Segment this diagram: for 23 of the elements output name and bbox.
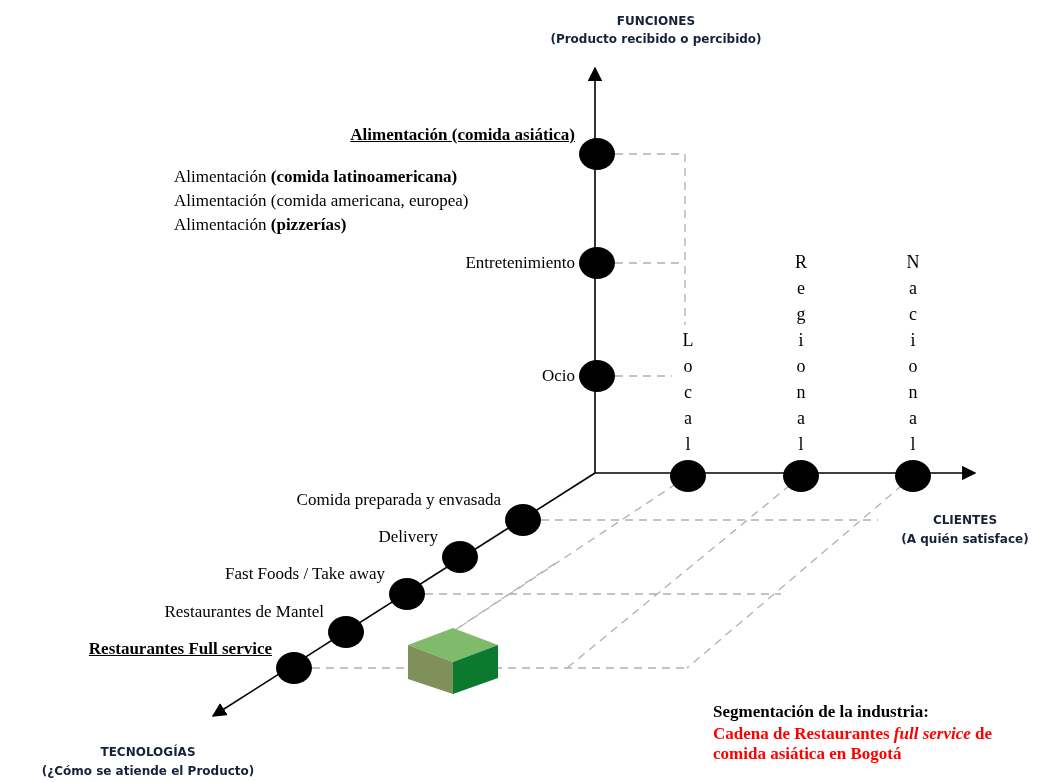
axis-subtitle: (A quién satisface) [901, 532, 1029, 546]
text-line: Alimentación (comida latinoamericana) [174, 167, 458, 187]
axis-title: TECNOLOGÍAS [100, 745, 196, 759]
axis-title: FUNCIONES [616, 14, 696, 28]
text-line: Alimentación (pizzerías) [174, 215, 347, 235]
axis-value-label: Restaurantes de Mantel [164, 602, 324, 622]
axis-value-label: Entretenimiento [465, 253, 575, 273]
axis-value-label: Ocio [541, 366, 575, 386]
axis-value-label: Nacional [903, 252, 923, 460]
axis-value-label: Delivery [378, 527, 438, 547]
cube-icon [408, 628, 498, 694]
note-heading: Segmentación de la industria: [713, 702, 929, 722]
text-line: Alimentación (comida americana, europea) [174, 191, 469, 211]
axis-value-label: Regional [791, 252, 811, 460]
axis-value-label: Restaurantes Full service [88, 639, 272, 659]
note-text: Cadena de Restaurantes full service de comida asiática en Bogotá [713, 724, 994, 764]
axis-value-label: Comida preparada y envasada [296, 490, 501, 510]
axis-value-label: Local [678, 330, 698, 460]
axis-value-label: Fast Foods / Take away [225, 564, 385, 584]
axis-subtitle: (Producto recibido o percibido) [550, 32, 762, 46]
axis-title: CLIENTES [932, 513, 998, 527]
axis-subtitle: (¿Cómo se atiende el Producto) [41, 764, 255, 778]
axis-value-label: Alimentación (comida asiática) [350, 125, 575, 145]
